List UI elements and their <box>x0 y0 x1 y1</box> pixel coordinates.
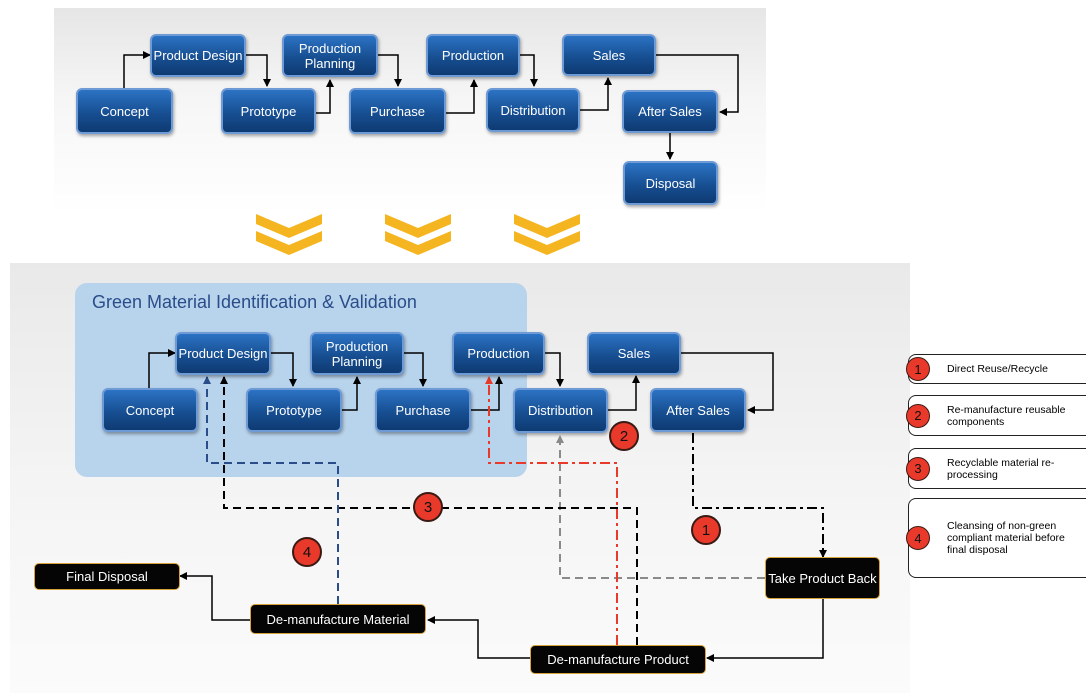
legend-text-1: Direct Reuse/Recycle <box>947 363 1048 375</box>
arrow-demanproduct-demanmaterial <box>427 616 530 659</box>
bottom-distribution-box: Distribution <box>513 388 608 433</box>
legend-text-4: Cleansing of non-green compliant materia… <box>947 520 1065 556</box>
arrow-b-concept-design <box>148 349 176 388</box>
arrow-b-design-prototype <box>271 352 297 387</box>
arrow-b-prototype-planning <box>342 376 361 411</box>
badge-4: 4 <box>292 537 322 567</box>
bottom-sales-box: Sales <box>587 332 681 375</box>
arrow-b-sales-aftersales <box>681 352 774 414</box>
arrow-design-prototype <box>246 54 271 87</box>
top-prototype-box: Prototype <box>221 88 316 134</box>
top-disposal-box: Disposal <box>623 161 718 205</box>
top-purchase-box: Purchase <box>349 88 446 134</box>
top-distribution-box: Distribution <box>486 88 580 132</box>
arrow-b-production-distribution <box>545 352 564 387</box>
path-aftersales-takeback <box>692 433 827 558</box>
arrow-concept-design <box>123 51 151 88</box>
arrow-production-distribution <box>520 54 538 87</box>
top-sales-box: Sales <box>562 34 656 76</box>
demanufacture-material-box: De-manufacture Material <box>250 604 426 634</box>
arrow-b-distribution-sales <box>608 375 640 411</box>
legend-badge-2: 2 <box>906 403 930 428</box>
green-material-area <box>75 283 527 477</box>
bottom-production-planning-box: Production Planning <box>310 332 404 375</box>
arrow-purchase-production <box>446 79 478 114</box>
final-disposal-box: Final Disposal <box>34 563 180 590</box>
legend-item-3: 3 Recyclable material re-processing <box>906 448 1086 489</box>
top-after-sales-box: After Sales <box>622 90 718 133</box>
demanufacture-product-box: De-manufacture Product <box>530 645 706 674</box>
arrow-distribution-sales <box>580 77 612 111</box>
arrow-sales-aftersales <box>656 54 739 116</box>
path-4-cleansing <box>203 376 339 604</box>
legend-item-2: 2 Re-manufacture reusable components <box>906 395 1086 436</box>
take-product-back-box: Take Product Back <box>765 557 880 599</box>
arrow-b-purchase-production <box>471 376 503 411</box>
legend-badge-1: 1 <box>906 357 930 381</box>
top-concept-box: Concept <box>76 88 173 134</box>
chevron-down-icon <box>256 214 580 255</box>
top-production-planning-box: Production Planning <box>282 34 378 77</box>
arrow-demanmaterial-finaldisposal <box>179 572 250 621</box>
legend-item-1: 1 Direct Reuse/Recycle <box>906 354 1086 384</box>
badge-3: 3 <box>413 492 443 522</box>
badge-1: 1 <box>691 515 721 545</box>
bottom-prototype-box: Prototype <box>246 388 342 432</box>
arrow-takeback-demanproduct <box>706 572 824 662</box>
green-area-title: Green Material Identification & Validati… <box>92 292 417 312</box>
bottom-purchase-box: Purchase <box>375 388 471 432</box>
bottom-production-box: Production <box>452 332 545 375</box>
arrow-planning-purchase <box>378 54 402 87</box>
path-2-remanufacture <box>485 376 618 645</box>
top-product-design-box: Product Design <box>150 34 246 77</box>
top-production-box: Production <box>426 34 520 77</box>
legend-item-4: 4 Cleansing of non-green compliant mater… <box>906 498 1086 578</box>
arrow-b-planning-purchase <box>404 352 427 387</box>
legend-badge-3: 3 <box>906 456 930 481</box>
bottom-concept-box: Concept <box>102 388 198 432</box>
legend-text-3: Recyclable material re-processing <box>947 456 1055 481</box>
legend-badge-4: 4 <box>906 526 930 550</box>
bottom-after-sales-box: After Sales <box>650 388 746 432</box>
arrow-prototype-planning <box>316 79 334 114</box>
bottom-product-design-box: Product Design <box>175 332 271 375</box>
path-1-direct-reuse <box>556 435 765 579</box>
legend-text-2: Re-manufacture reusable components <box>947 403 1066 428</box>
badge-2: 2 <box>609 421 639 451</box>
